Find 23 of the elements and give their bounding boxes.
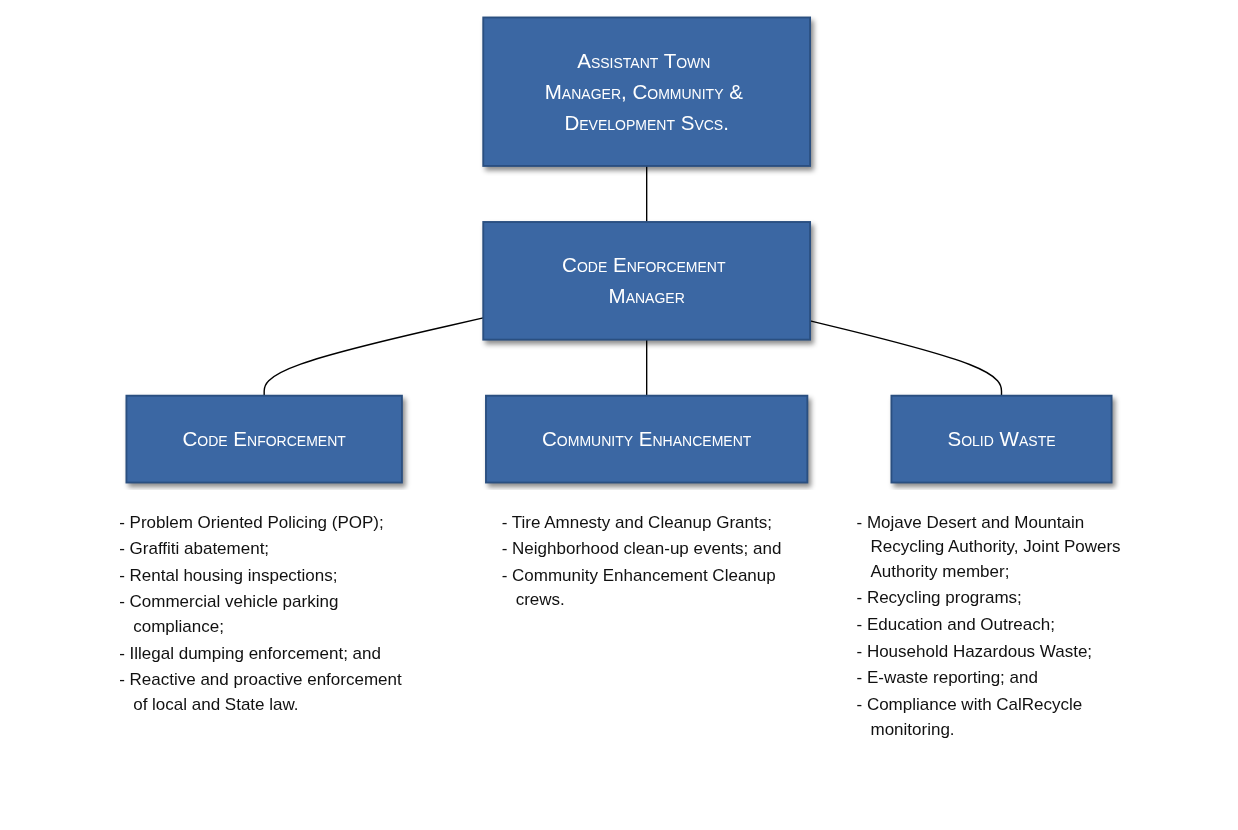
bullet-item: - Education and Outreach;	[856, 614, 1056, 637]
node-box: Community Enhancement	[485, 394, 809, 484]
bullet-item: - Household Hazardous Waste;	[856, 640, 1094, 663]
connector	[645, 338, 648, 397]
bullet-item: - Compliance with CalRecycle monitoring.	[856, 694, 1084, 741]
bullet-item: - Mojave Desert and Mountain Recycling Authority, Joint Powers Authority member;	[856, 511, 1122, 583]
connector	[645, 165, 648, 223]
bullet-item: - Commercial vehicle parking compliance;	[119, 591, 340, 639]
bullet-item: - Neighborhood clean-up events; and	[501, 538, 783, 561]
bullet-item: - Reactive and proactive enforcement of local and State law.	[119, 669, 403, 716]
bullet-item: - Rental housing inspections;	[119, 564, 339, 587]
node-box: Code Enforcement Manager	[482, 221, 812, 341]
bullet-item: - Community Enhancement Cleanup crews.	[501, 564, 777, 612]
bullet-item: - Tire Amnesty and Cleanup Grants;	[501, 511, 773, 534]
node-box: Code Enforcement	[125, 394, 403, 484]
node-box: Solid Waste	[890, 394, 1113, 484]
bullet-item: - Problem Oriented Policing (POP);	[119, 511, 385, 534]
connector	[263, 317, 484, 397]
bullet-item: - E-waste reporting; and	[856, 667, 1039, 690]
bullet-item: - Graffiti abatement;	[119, 538, 271, 561]
bullet-item: - Illegal dumping enforcement; and	[119, 642, 382, 665]
bullet-item: - Recycling programs;	[856, 587, 1023, 610]
node-box: Assistant Town Manager, Community & Development Svcs.	[482, 16, 812, 167]
